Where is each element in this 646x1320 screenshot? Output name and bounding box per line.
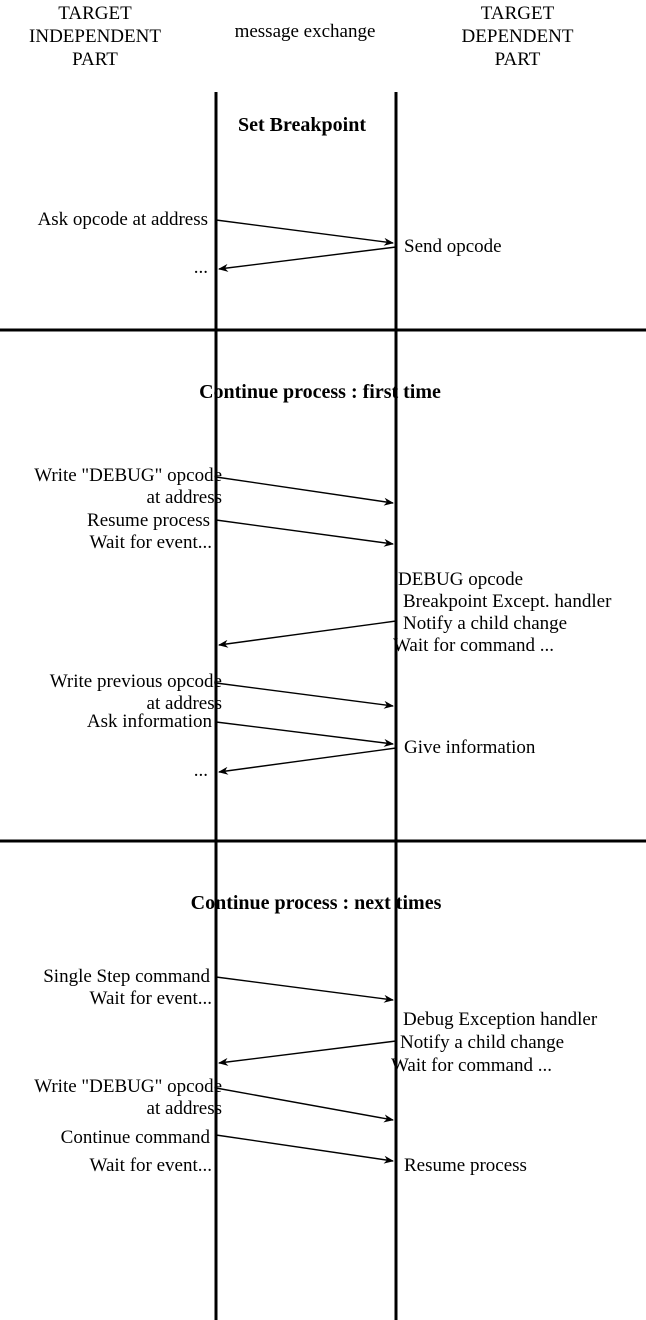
label-wait-for-event-1: Wait for event... [89,532,212,553]
label-give-information: Give information [404,737,536,758]
label-write-debug-opcode-1: Write "DEBUG" opcode [34,465,222,486]
label-ellipsis-set-breakpoint: ... [193,257,208,278]
label-ask-information: Ask information [86,711,212,732]
label-ellipsis-first-time: ... [193,760,208,781]
label-wait-for-event-2: Wait for event... [89,988,212,1009]
label-notify-child-change-2: Notify a child change [400,1032,565,1053]
message-arrow-notify-child-change-2 [218,1040,397,1066]
message-arrow-give-information [218,747,397,775]
label-debug-exception-handler: Debug Exception handler [403,1009,598,1030]
message-arrow-single-step-command [215,976,394,1003]
column-header-message-exchange: message exchange [234,21,376,42]
label-continue-command: Continue command [60,1127,210,1148]
label-send-opcode: Send opcode [404,236,502,257]
message-arrow-write-debug-opcode-2 [215,1087,394,1123]
label-debug-opcode: DEBUG opcode [398,569,524,590]
label-resume-process-1: Resume process [87,510,210,531]
label-write-previous-opcode: Write previous opcode [49,671,222,692]
column-header-target-independent: TARGET INDEPENDENT PART [29,3,161,70]
label-wait-for-event-3: Wait for event... [89,1155,212,1176]
label-wait-for-command-2: Wait for command ... [391,1055,552,1076]
label-at-address-1: at address [146,487,222,508]
label-ask-opcode-at-address: Ask opcode at address [37,209,208,230]
label-resume-process-2: Resume process [404,1155,527,1176]
message-arrow-continue-command [215,1134,394,1164]
section-title-continue-next-times: Continue process : next times [190,892,442,914]
message-arrow-ask-opcode [215,219,394,246]
section-title-continue-first-time: Continue process : first time [199,381,441,403]
message-arrow-write-debug-opcode-1 [215,476,394,506]
label-at-address-3: at address [146,1098,222,1119]
label-wait-for-command-1: Wait for command ... [393,635,554,656]
message-arrow-resume-process-1 [215,519,394,547]
message-arrow-notify-child-change-1 [218,620,397,648]
label-at-address-2: at address [146,693,222,714]
message-arrow-send-opcode [218,246,397,272]
label-notify-child-change-1: Notify a child change [403,613,568,634]
message-arrow-write-previous-opcode [215,682,394,709]
column-header-target-dependent: TARGET DEPENDENT PART [461,3,574,70]
label-single-step-command: Single Step command [43,966,210,987]
label-breakpoint-except-handler: Breakpoint Except. handler [403,591,612,612]
message-arrow-ask-information [215,721,394,747]
section-title-set-breakpoint: Set Breakpoint [238,114,366,136]
label-write-debug-opcode-2: Write "DEBUG" opcode [34,1076,222,1097]
